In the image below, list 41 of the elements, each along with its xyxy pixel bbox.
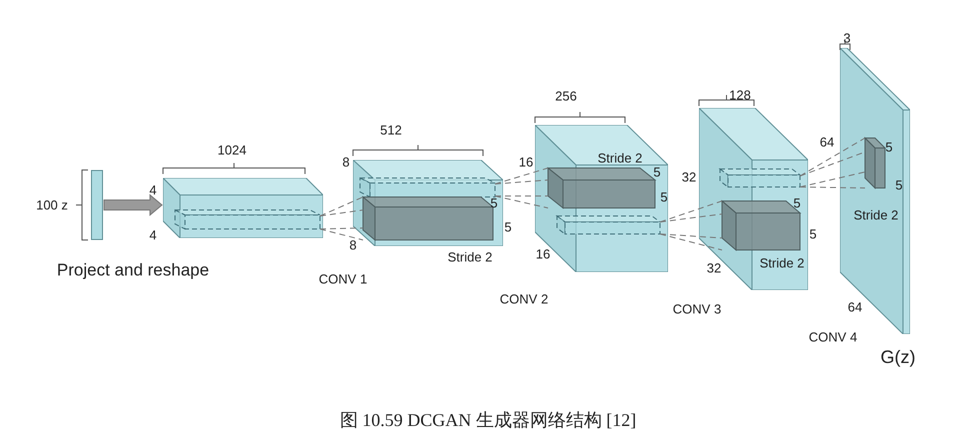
dimension-label: 1024 [218, 144, 246, 156]
layer-label: CONV 3 [672, 302, 722, 316]
dimension-label: 5 [793, 196, 801, 210]
dimension-label: 5 [895, 178, 903, 192]
dimension-label: 5 [653, 166, 661, 178]
block-arrow [104, 194, 163, 216]
layer-label: CONV 2 [500, 292, 548, 306]
feature-map-block [163, 178, 323, 238]
dimension-label: 512 [380, 124, 402, 136]
stride-label: Stride 2 [760, 256, 804, 270]
stride-label: Stride 2 [448, 250, 492, 264]
dimension-label: 5 [809, 228, 817, 240]
layer-label: CONV 1 [318, 272, 368, 286]
output-label: G(z) [880, 348, 916, 366]
feature-map-block [535, 125, 668, 272]
dimension-label: 64 [820, 136, 834, 148]
stage-label: Project and reshape [56, 262, 210, 278]
output-plane [840, 48, 910, 334]
dimension-label: 8 [342, 156, 350, 168]
feature-map-block [699, 108, 808, 290]
dimension-label: 32 [706, 262, 722, 274]
dimension-label: 64 [848, 300, 862, 314]
figure-caption: 图 10.59 DCGAN 生成器网络结构 [12] [338, 409, 638, 432]
dimension-label: 128 [729, 88, 751, 102]
stride-label: Stride 2 [598, 152, 642, 164]
dimension-label: 3 [843, 32, 851, 44]
dimension-label: 8 [349, 238, 357, 252]
dimension-label: 16 [518, 156, 534, 168]
dimension-label: 4 [149, 184, 157, 196]
dimension-label: 5 [490, 196, 498, 210]
dimension-label: 5 [885, 140, 893, 154]
dimension-label: 100 z [36, 198, 68, 212]
dimension-label: 5 [504, 220, 512, 234]
stride-label: Stride 2 [854, 208, 898, 222]
dimension-label: 4 [149, 228, 157, 242]
dimension-label: 16 [536, 248, 550, 260]
vector-bar [91, 170, 103, 240]
dimension-label: 256 [555, 90, 577, 102]
layer-label: CONV 4 [808, 330, 858, 344]
dimension-label: 5 [660, 190, 668, 204]
dimension-label: 32 [682, 170, 696, 184]
